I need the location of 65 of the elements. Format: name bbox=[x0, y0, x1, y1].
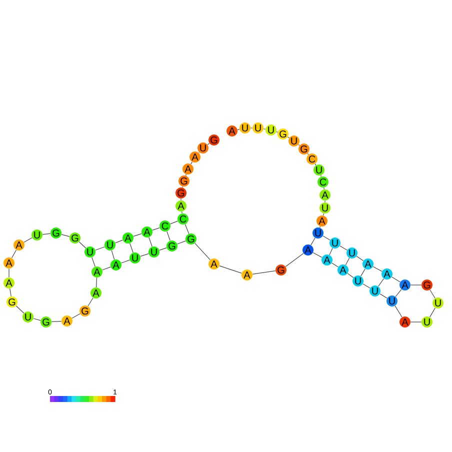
backbone-line bbox=[177, 240, 186, 244]
backbone-line bbox=[95, 246, 105, 250]
backbone-line bbox=[263, 128, 266, 130]
backbone-line bbox=[121, 260, 130, 264]
backbone-line bbox=[111, 250, 115, 260]
backbone-line bbox=[288, 136, 290, 138]
backbone-line bbox=[237, 128, 240, 130]
backbone-line bbox=[307, 153, 309, 155]
backbone-line bbox=[194, 242, 210, 260]
backbone-line bbox=[395, 289, 402, 297]
backbone-line bbox=[252, 270, 276, 274]
backbone-line bbox=[170, 220, 178, 224]
backbone-line bbox=[72, 313, 80, 319]
backbone-line bbox=[8, 268, 10, 278]
backbone-line bbox=[133, 233, 142, 237]
backbone-line bbox=[392, 276, 400, 282]
backbone-line bbox=[16, 306, 24, 314]
backbone-line bbox=[312, 252, 322, 258]
backbone-line bbox=[340, 246, 348, 250]
backbone-line bbox=[190, 162, 192, 164]
backbone-line bbox=[430, 290, 436, 298]
backbone-line bbox=[24, 237, 32, 243]
backbone-line bbox=[378, 278, 384, 287]
backbone-line bbox=[180, 198, 182, 201]
backbone-line bbox=[130, 243, 134, 253]
backbone-line bbox=[219, 266, 242, 274]
backbone-line bbox=[394, 306, 402, 318]
backbone-line bbox=[11, 250, 17, 258]
backbone-line bbox=[430, 308, 436, 318]
backbone-line bbox=[332, 262, 338, 268]
backbone-line bbox=[362, 284, 370, 288]
backbone-line bbox=[298, 144, 300, 146]
backbone-line bbox=[166, 231, 170, 241]
backbone-line bbox=[148, 237, 152, 247]
backbone-line bbox=[329, 248, 333, 256]
backbone-line bbox=[42, 233, 51, 235]
backbone-line bbox=[360, 268, 366, 276]
backbone-line bbox=[285, 253, 304, 267]
backbone-line bbox=[310, 238, 316, 246]
backbone-line bbox=[102, 266, 111, 270]
backbone-line bbox=[159, 248, 167, 250]
backbone-line bbox=[61, 234, 70, 237]
backbone-line bbox=[115, 240, 123, 244]
backbone-line bbox=[322, 236, 330, 240]
backbone-line bbox=[78, 242, 86, 248]
backbone-line bbox=[380, 294, 388, 298]
backbone-line bbox=[356, 256, 364, 262]
backbone-line bbox=[152, 228, 160, 230]
backbone-line bbox=[51, 320, 62, 322]
backbone-line bbox=[92, 257, 96, 267]
backbone-line bbox=[410, 284, 422, 286]
backbone-line bbox=[345, 258, 350, 266]
backbone-line bbox=[96, 277, 98, 288]
backbone-line bbox=[314, 164, 316, 166]
backbone-line bbox=[140, 253, 149, 257]
backbone-line bbox=[347, 273, 354, 278]
backbone-line bbox=[322, 213, 324, 216]
backbone-line bbox=[88, 298, 94, 306]
backbone-line bbox=[372, 266, 382, 272]
backbone-line bbox=[320, 175, 322, 177]
backbone-line bbox=[184, 224, 190, 234]
backbone-line bbox=[207, 143, 210, 145]
backbone-line bbox=[324, 200, 326, 203]
backbone-line bbox=[10, 288, 12, 297]
backbone-line bbox=[33, 318, 41, 321]
